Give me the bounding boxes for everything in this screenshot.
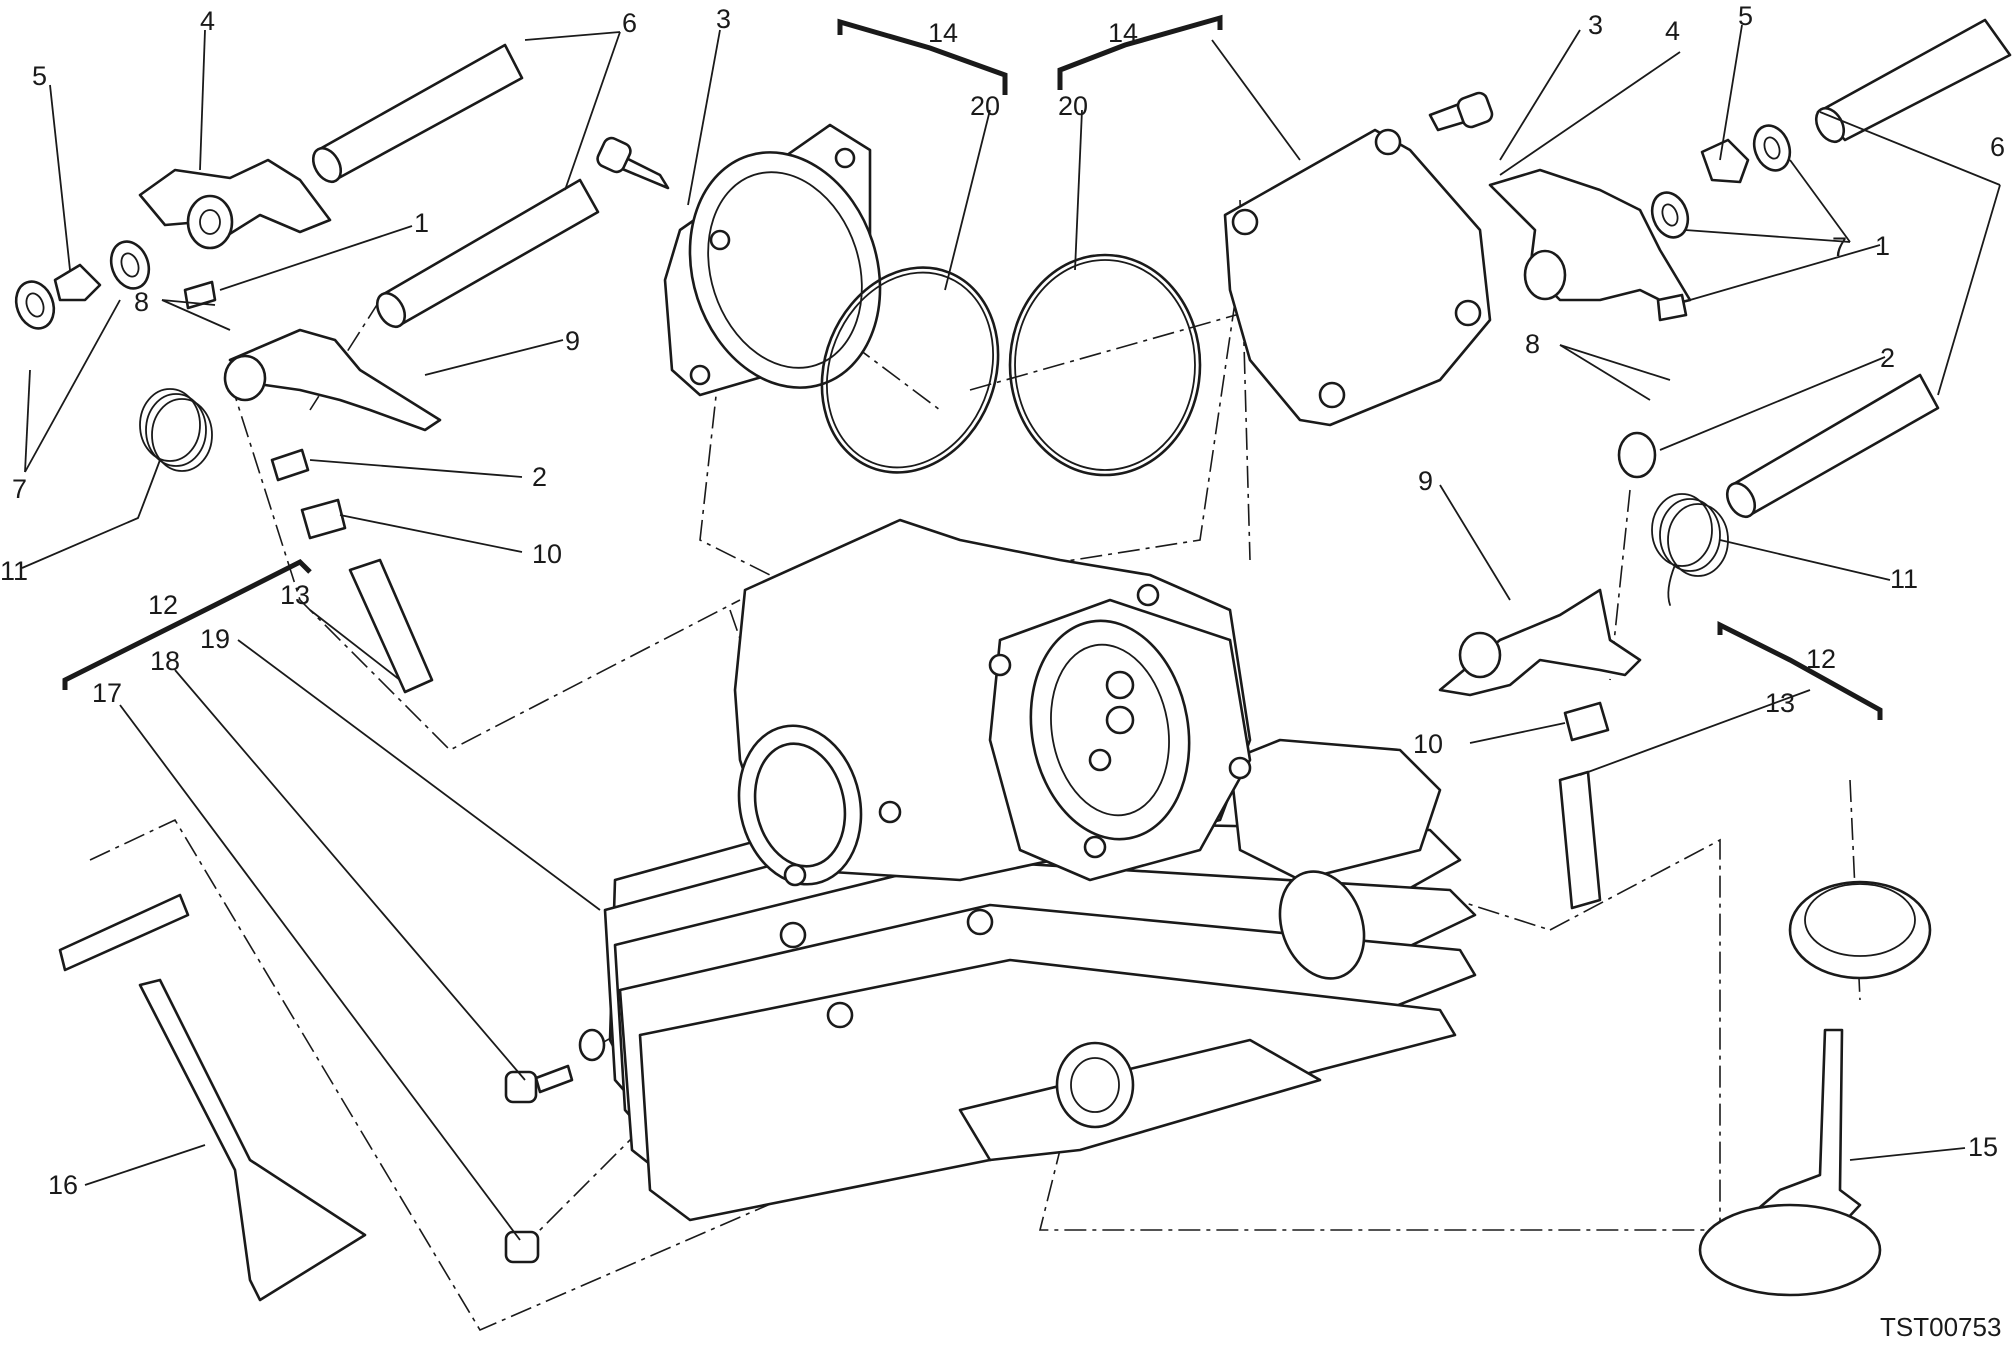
collet-right bbox=[1700, 138, 1750, 184]
callout-label: 13 bbox=[280, 580, 310, 610]
rocker-arm-lower-right bbox=[1438, 588, 1642, 697]
callout-label: 3 bbox=[1588, 10, 1603, 40]
drawing-code: TST00753 bbox=[1880, 1312, 2001, 1342]
cap-right bbox=[1656, 293, 1688, 322]
bolt-18 bbox=[504, 1064, 574, 1104]
guide-right bbox=[1558, 770, 1602, 910]
shaft-lower-right bbox=[1725, 373, 1940, 519]
rocker-arm-upper-right bbox=[1488, 168, 1692, 307]
rocker-arm-upper-left bbox=[138, 158, 332, 250]
valve-left bbox=[58, 893, 367, 1302]
callout-label: 6 bbox=[622, 8, 637, 38]
callout-label: 4 bbox=[200, 6, 215, 36]
callout-label: 4 bbox=[1665, 16, 1680, 46]
callout-label: 3 bbox=[716, 4, 731, 34]
seal-right bbox=[1563, 701, 1610, 742]
callout-label: 19 bbox=[200, 624, 230, 654]
callout-label: 9 bbox=[565, 326, 580, 356]
leader-lines bbox=[21, 24, 2001, 1241]
callout-label: 8 bbox=[134, 287, 149, 317]
callout-label: 13 bbox=[1765, 688, 1795, 718]
bolt-left bbox=[596, 136, 670, 190]
callout-label: 17 bbox=[92, 678, 122, 708]
braces bbox=[62, 14, 1883, 720]
valve-cover-left bbox=[663, 123, 882, 397]
valve-seat-right bbox=[1788, 880, 1932, 980]
callout-label: 9 bbox=[1418, 466, 1433, 496]
bolt-right bbox=[1428, 91, 1494, 132]
collet-left bbox=[53, 263, 102, 302]
callout-labels: 5 4 6 1 8 9 7 2 10 11 12 13 19 18 17 16 … bbox=[0, 1, 2005, 1200]
callout-label: 5 bbox=[1738, 1, 1753, 31]
spring-left bbox=[137, 388, 213, 519]
callout-label: 2 bbox=[1880, 343, 1895, 373]
callout-label: 20 bbox=[1058, 91, 1088, 121]
callout-label: 16 bbox=[48, 1170, 78, 1200]
callout-label: 18 bbox=[150, 646, 180, 676]
spring-right bbox=[1651, 493, 1729, 606]
pads-left bbox=[270, 448, 310, 482]
callout-label: 15 bbox=[1968, 1132, 1998, 1162]
callout-label: 6 bbox=[1990, 132, 2005, 162]
shim-left bbox=[109, 240, 151, 290]
callout-label: 11 bbox=[0, 556, 28, 586]
callout-label: 14 bbox=[1108, 18, 1138, 48]
shims-right bbox=[1650, 124, 1792, 239]
callout-label: 7 bbox=[1832, 232, 1847, 262]
nut-17 bbox=[504, 1230, 540, 1264]
seal-left bbox=[300, 498, 347, 540]
callout-label: 20 bbox=[970, 91, 1000, 121]
o-ring-right bbox=[1008, 253, 1202, 477]
callout-label: 5 bbox=[32, 61, 47, 91]
callout-label: 11 bbox=[1890, 564, 1918, 594]
callout-label: 10 bbox=[532, 539, 562, 569]
callout-label: 12 bbox=[148, 590, 178, 620]
callout-label: 10 bbox=[1413, 729, 1443, 759]
valve-right bbox=[1698, 1028, 1882, 1297]
shaft-lower-left bbox=[375, 178, 600, 329]
seal-right-upper bbox=[1617, 431, 1657, 479]
callout-label: 14 bbox=[928, 18, 958, 48]
washer-left bbox=[14, 280, 56, 330]
shaft-upper-right bbox=[1814, 18, 2012, 144]
cylinder-head bbox=[603, 518, 1477, 1222]
callout-label: 1 bbox=[414, 208, 429, 238]
rocker-arm-lower-left bbox=[223, 328, 442, 432]
callout-label: 1 bbox=[1875, 231, 1890, 261]
valve-cover-right bbox=[1223, 128, 1492, 427]
callout-label: 12 bbox=[1806, 644, 1836, 674]
callout-label: 8 bbox=[1525, 329, 1540, 359]
washer-19 bbox=[578, 1028, 606, 1062]
guide-left bbox=[348, 558, 434, 694]
callout-label: 7 bbox=[12, 474, 27, 504]
shaft-upper-left bbox=[311, 43, 524, 184]
callout-label: 2 bbox=[532, 462, 547, 492]
